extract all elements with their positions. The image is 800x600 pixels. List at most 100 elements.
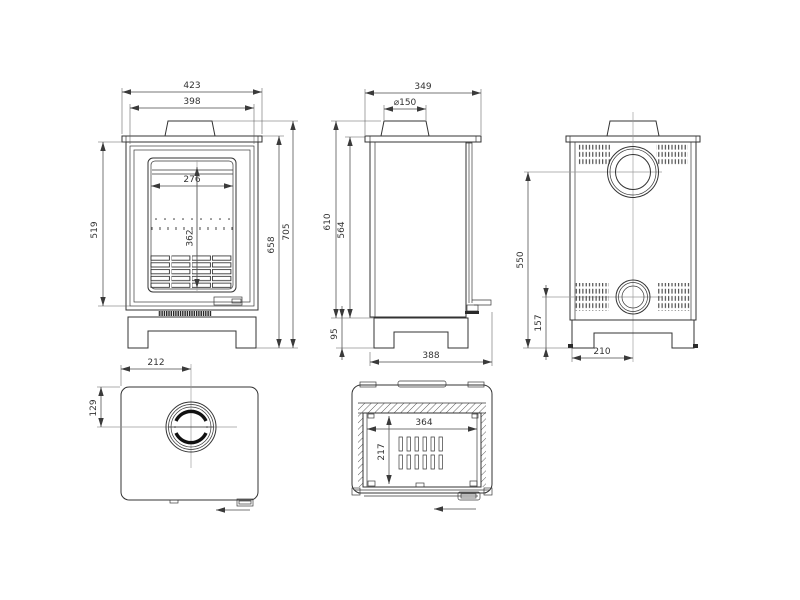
front-glass-frame	[147, 157, 237, 293]
back-base	[571, 319, 695, 349]
section-foot-left	[351, 487, 361, 496]
back-base-foot-left	[568, 344, 573, 348]
section-pin-bottom-centre	[415, 482, 425, 488]
back-air-inlet-mid	[618, 282, 648, 312]
front-plinth-hatch	[158, 311, 212, 316]
section-back-wall-hatch	[358, 403, 486, 413]
extension-lines	[129, 104, 255, 144]
dim-front-overall-height: 705	[212, 120, 298, 348]
dim-text-side-base-depth: 388	[422, 351, 439, 361]
section-pin-bottom-right	[469, 480, 478, 487]
extension-lines	[256, 135, 298, 349]
dim-top-flue-centre-from-front: 129	[89, 386, 120, 427]
dim-text-front-overall-height: 705	[282, 223, 292, 240]
back-base-foot-right	[693, 344, 698, 348]
back-top-plate-ticks	[569, 136, 697, 142]
dim-text-back-flue-centre-height: 550	[516, 251, 526, 268]
front-flue-collar	[164, 120, 216, 137]
front-door-latch-detail	[231, 298, 242, 304]
dim-front-glass-width: 276	[151, 175, 233, 189]
section-pin-top-right	[471, 413, 479, 419]
dim-section-firebox-depth: 217	[377, 416, 392, 484]
section-view: 364 217	[351, 380, 493, 512]
dim-text-front-door-height: 519	[90, 221, 100, 238]
side-body-outline	[369, 141, 467, 318]
dim-text-front-overall-width: 423	[183, 81, 200, 91]
back-vents-top-left	[578, 144, 610, 165]
front-grill-slats	[150, 255, 233, 289]
top-body-outline	[120, 386, 259, 501]
section-latch	[457, 491, 481, 501]
dim-front-glass-height: 362	[186, 160, 200, 292]
top-centerlines	[97, 364, 237, 468]
section-baffle-slots	[398, 436, 443, 470]
dim-side-height-to-base: 610	[323, 120, 381, 319]
dim-text-side-height-to-base: 610	[323, 213, 333, 230]
side-door-edge	[466, 142, 473, 303]
extension-lines	[331, 120, 381, 319]
side-base	[373, 317, 469, 349]
back-air-inlet-outer	[615, 279, 651, 315]
back-air-inlet-inner	[621, 285, 645, 309]
section-firebox-inner-walls	[366, 413, 478, 487]
dim-text-front-glass-height: 362	[186, 229, 196, 246]
dim-text-side-depth: 349	[414, 82, 431, 92]
side-top-plate	[364, 135, 482, 143]
dim-section-firebox-width: 364	[367, 418, 477, 432]
front-vent-dots-row2	[151, 227, 233, 230]
dim-side-body-panel-height: 564	[337, 136, 365, 318]
dim-text-front-glass-width: 276	[183, 175, 200, 185]
section-door-lines	[354, 489, 490, 497]
section-left-wall-hatch	[358, 413, 363, 487]
top-latch	[236, 498, 254, 507]
top-damper-arc-upper	[174, 409, 208, 422]
top-flue-ring-outer	[165, 401, 217, 453]
dim-front-body-height: 658	[256, 135, 298, 349]
extension-lines	[364, 89, 482, 135]
section-right-wall-hatch	[481, 413, 486, 487]
back-flue-outlet-mid	[609, 148, 657, 196]
back-flue-outlet-outer	[607, 146, 659, 198]
top-edge-notch	[169, 499, 179, 504]
section-pin-top-left	[367, 413, 375, 419]
extension-lines	[121, 88, 263, 134]
dim-side-base-height: 95	[330, 306, 374, 360]
top-damper-arc-lower	[174, 432, 208, 445]
back-view: 550 157 210	[516, 112, 701, 362]
front-base	[127, 316, 257, 349]
front-door-inner-frame	[133, 149, 251, 303]
side-top-plate-ticks	[369, 136, 477, 142]
dim-text-side-flue-diameter: ⌀150	[394, 98, 417, 108]
dim-text-front-body-height: 658	[267, 236, 277, 253]
top-view: 212 129	[89, 358, 259, 513]
dim-text-side-base-height: 95	[330, 328, 340, 339]
back-flue-outlet-inner	[615, 154, 651, 190]
back-vents-top-right	[656, 144, 688, 165]
section-latch-detail	[460, 493, 477, 499]
dim-top-flue-centre-from-left: 212	[120, 358, 191, 386]
dim-back-flue-centre-height: 550	[516, 172, 572, 349]
dim-text-section-firebox-depth: 217	[377, 443, 387, 460]
dim-back-inlet-centre-offset: 210	[571, 347, 633, 362]
back-vents-bottom-right	[657, 283, 691, 311]
dim-side-base-depth: 388	[369, 312, 493, 366]
dim-text-back-inlet-centre-offset: 210	[593, 347, 610, 357]
dim-text-back-inlet-centre-height: 157	[534, 314, 544, 331]
front-top-plate-ticks	[125, 136, 259, 142]
top-latch-detail	[238, 500, 252, 505]
section-pin-bottom-left	[367, 480, 376, 487]
dim-text-front-body-width: 398	[183, 97, 200, 107]
dim-side-depth: 349	[364, 82, 482, 135]
section-top-tab-centre	[397, 380, 447, 388]
front-body-outline	[125, 141, 259, 311]
side-handle-shadow	[465, 311, 479, 314]
dim-text-top-flue-centre-from-left: 212	[147, 358, 164, 368]
dim-text-side-body-panel-height: 564	[337, 221, 347, 238]
front-door-frame	[129, 145, 255, 307]
section-outer-shell	[351, 384, 493, 494]
dim-text-top-flue-centre-from-front: 129	[89, 399, 99, 416]
front-door-latch	[213, 296, 243, 306]
dim-back-inlet-centre-height: 157	[534, 285, 549, 360]
